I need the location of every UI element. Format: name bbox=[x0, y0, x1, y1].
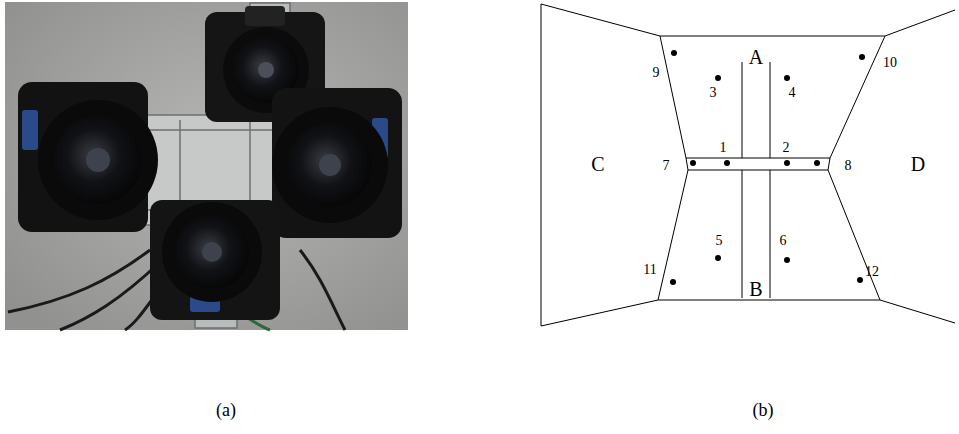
callout-number: 6 bbox=[780, 234, 787, 248]
photo-background bbox=[5, 2, 408, 330]
camera bbox=[150, 200, 280, 320]
marker-dot bbox=[670, 50, 865, 285]
camera bbox=[18, 82, 158, 232]
callout-number: 5 bbox=[716, 234, 723, 248]
callout-number: 3 bbox=[710, 86, 717, 100]
region-letter: A bbox=[749, 47, 763, 67]
region-letter: C bbox=[591, 154, 604, 174]
callout-number: 8 bbox=[845, 159, 852, 173]
callout-number: 7 bbox=[663, 159, 670, 173]
region-letter: B bbox=[749, 279, 762, 299]
callout-number: 12 bbox=[865, 265, 879, 279]
callout-number: 2 bbox=[783, 141, 790, 155]
callout-number: 1 bbox=[720, 141, 727, 155]
callout-number: 10 bbox=[883, 56, 897, 70]
caption: (b) bbox=[753, 401, 774, 419]
region-outline bbox=[541, 4, 955, 326]
caption: (a) bbox=[216, 401, 236, 419]
callout-number: 9 bbox=[653, 66, 660, 80]
callout-number: 11 bbox=[643, 263, 656, 277]
callout-number: 4 bbox=[789, 86, 796, 100]
camera bbox=[272, 88, 402, 238]
region-letter: D bbox=[911, 154, 925, 174]
